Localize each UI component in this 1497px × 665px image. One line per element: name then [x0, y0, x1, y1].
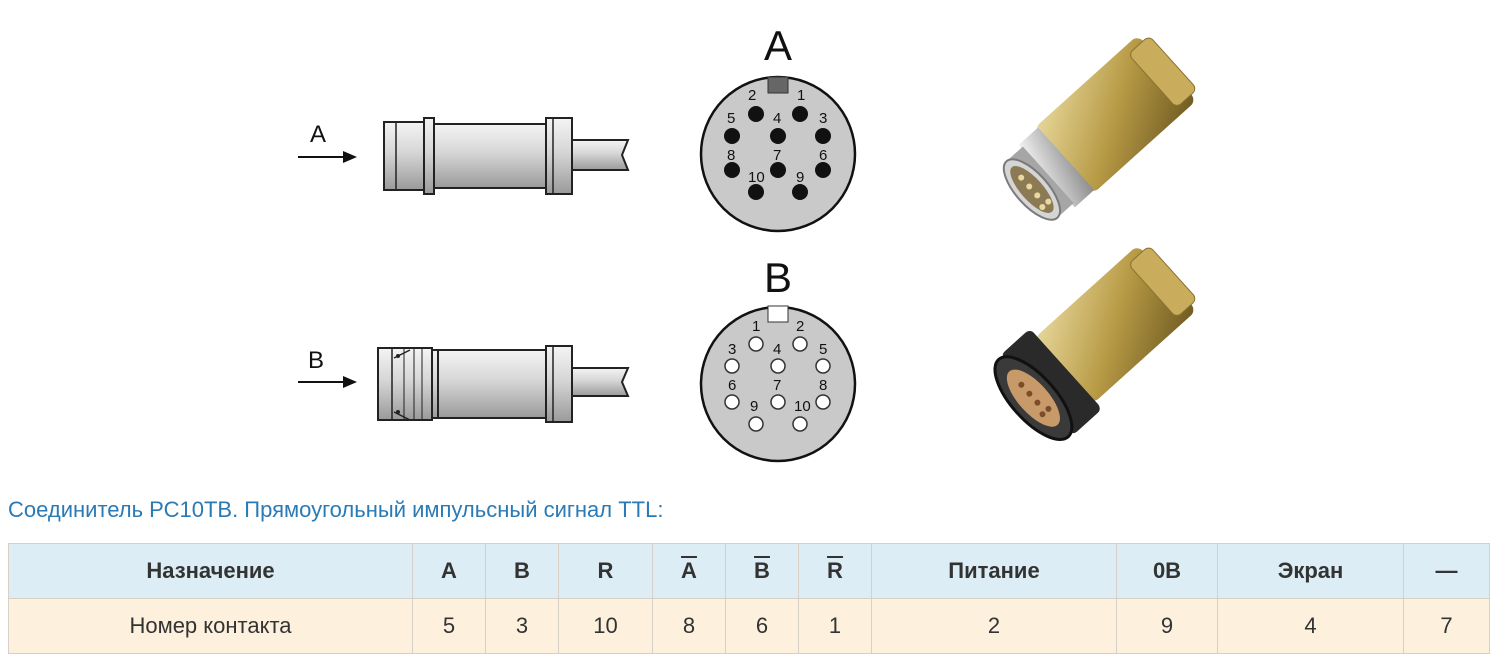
pin-number-label: 8	[727, 147, 735, 164]
pin-number-cell: 2	[871, 598, 1117, 654]
contact-pin	[770, 128, 786, 144]
contact-pin	[792, 106, 808, 122]
contact-pin	[724, 394, 740, 410]
arrow-label-a: A	[310, 121, 326, 148]
socket-photo	[993, 247, 1196, 442]
column-header: B	[725, 543, 799, 599]
column-header: R	[798, 543, 872, 599]
row-label-pin-number: Номер контакта	[8, 598, 413, 654]
key-notch-a	[767, 76, 789, 94]
pin-number-label: 4	[773, 110, 781, 127]
plug-photo	[1002, 37, 1196, 221]
contact-pin	[724, 162, 740, 178]
contact-pin	[770, 394, 786, 410]
pin-number-label: 3	[728, 341, 736, 358]
contact-pin	[770, 162, 786, 178]
contact-pin	[815, 128, 831, 144]
column-header: —	[1403, 543, 1490, 599]
pin-number-label: 2	[748, 87, 756, 104]
pin-number-cell: 5	[412, 598, 486, 654]
contact-pin	[748, 184, 764, 200]
pin-number-label: 4	[773, 341, 781, 358]
pin-number-label: 3	[819, 110, 827, 127]
side-view-b: B	[298, 345, 630, 423]
contact-pin	[724, 128, 740, 144]
pin-layout-b: 1 2 3 4 5 6 7 8 9 10	[724, 318, 831, 432]
contact-pin	[748, 106, 764, 122]
contact-pin	[724, 358, 740, 374]
column-header: Экран	[1217, 543, 1404, 599]
pin-number-cell: 9	[1116, 598, 1218, 654]
pin-number-cell: 10	[558, 598, 653, 654]
pin-number-cell: 6	[725, 598, 799, 654]
pin-number-label: 5	[727, 110, 735, 127]
contact-pin	[748, 336, 764, 352]
contact-pin	[792, 336, 808, 352]
pin-number-cell: 8	[652, 598, 726, 654]
pin-number-cell: 1	[798, 598, 872, 654]
pin-number-label: 2	[796, 318, 804, 335]
pin-number-label: 7	[773, 147, 781, 164]
contact-pin	[792, 416, 808, 432]
contact-pin	[815, 394, 831, 410]
side-view-a: A	[298, 117, 630, 195]
contact-pin	[748, 416, 764, 432]
pin-number-label: 10	[748, 169, 765, 186]
pin-number-label: 8	[819, 377, 827, 394]
face-view-b: B 1 2 3 4 5 6 7 8 9 10	[699, 254, 857, 463]
pin-number-label: 7	[773, 377, 781, 394]
key-notch-b	[767, 305, 789, 323]
contact-pin	[792, 184, 808, 200]
connector-figure: A B A	[298, 22, 1196, 463]
column-header: 0В	[1116, 543, 1218, 599]
contact-pin	[770, 358, 786, 374]
column-header: B	[485, 543, 559, 599]
table-caption: Соединитель РС10ТВ. Прямоугольный импуль…	[8, 497, 664, 522]
column-header: R	[558, 543, 653, 599]
pin-number-label: 1	[752, 318, 760, 335]
direction-arrow-b: B	[298, 347, 357, 388]
arrow-label-b: B	[308, 347, 324, 374]
face-label-b: B	[764, 254, 792, 301]
contact-pin	[815, 358, 831, 374]
column-header: A	[652, 543, 726, 599]
pin-number-label: 9	[750, 398, 758, 415]
column-header: A	[412, 543, 486, 599]
column-header-assignment: Назначение	[8, 543, 413, 599]
pin-number-cell: 3	[485, 598, 559, 654]
face-view-a: A 1 2 3 4 5 6 7 8 9 10	[699, 22, 857, 233]
pin-number-label: 6	[728, 377, 736, 394]
pin-number-label: 6	[819, 147, 827, 164]
pin-number-label: 10	[794, 398, 811, 415]
pin-number-label: 5	[819, 341, 827, 358]
pin-number-cell: 4	[1217, 598, 1404, 654]
pin-number-label: 9	[796, 169, 804, 186]
column-header: Питание	[871, 543, 1117, 599]
pin-layout-a: 1 2 3 4 5 6 7 8 9 10	[724, 87, 831, 200]
pin-number-cell: 7	[1403, 598, 1490, 654]
pin-number-label: 1	[797, 87, 805, 104]
face-label-a: A	[764, 22, 792, 69]
direction-arrow-a: A	[298, 121, 357, 163]
contact-pin	[815, 162, 831, 178]
